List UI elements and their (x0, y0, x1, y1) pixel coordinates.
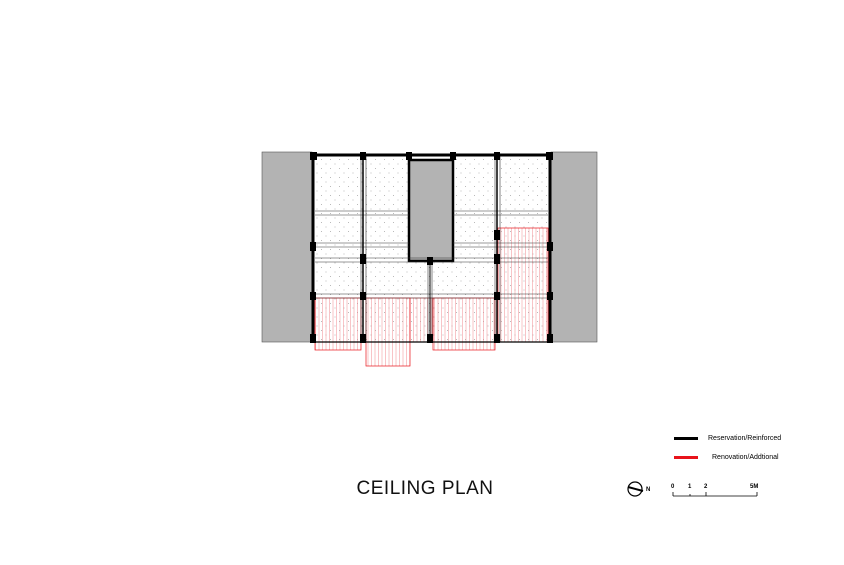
scale-bar (672, 492, 758, 497)
scale-tick-label: 1 (688, 484, 692, 490)
central-void (407, 158, 455, 263)
left-wall-block (261, 151, 313, 343)
legend-line-reserved (674, 437, 698, 440)
north-label: N (646, 487, 651, 493)
scale-tick-label: 2 (704, 484, 708, 490)
columns (310, 152, 553, 343)
north-arrow-icon (627, 481, 644, 497)
legend-line-renovation (674, 456, 698, 459)
vertical-beams (360, 155, 501, 342)
renovation-areas (314, 227, 549, 367)
legend-label-renovation: Renovation/Addtional (712, 454, 779, 461)
scale-tick-label: 5M (750, 484, 759, 490)
page-title: CEILING PLAN (356, 478, 494, 499)
right-wall-block (550, 151, 598, 343)
scale-tick-label: 0 (671, 484, 675, 490)
legend-label-reserved: Reservation/Reinforced (708, 435, 782, 442)
